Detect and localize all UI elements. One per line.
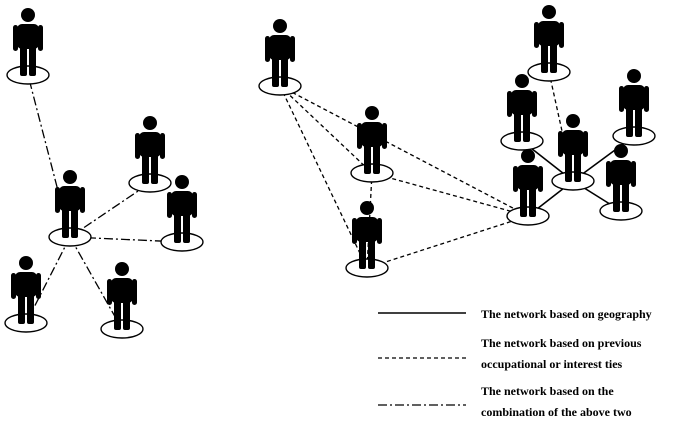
person-base-ellipse [350,163,394,183]
person-base-ellipse [612,126,656,146]
legend-occupational-label-line2: occupational or interest ties [481,357,623,371]
person-icon [551,114,595,191]
left-link-combination-1 [69,182,151,238]
legend: The network based on geography The netwo… [378,307,652,419]
left-link-combination-0 [27,74,71,238]
person-base-ellipse [4,313,48,333]
person-icon [100,262,144,339]
person-base-ellipse [506,206,550,226]
person-base-ellipse [128,173,172,193]
person-icon [160,175,204,252]
person-icon [506,149,550,226]
network-people [4,5,656,339]
legend-occupational-label-line1: The network based on previous [481,336,642,350]
person-base-ellipse [6,65,50,85]
person-icon [128,116,172,193]
person-base-ellipse [258,76,302,96]
person-base-ellipse [160,232,204,252]
person-icon [6,8,50,85]
left-link-combination-4 [69,236,123,330]
right-link-occupational-3 [279,85,529,217]
person-icon [48,170,92,247]
person-icon [612,69,656,146]
person-base-ellipse [345,258,389,278]
person-base-ellipse [500,131,544,151]
right-link-occupational-0 [279,85,373,174]
legend-combination-label-line1: The network based on the [481,384,614,398]
person-icon [599,144,643,221]
legend-combination-label-line2: combination of the above two [481,405,632,419]
person-icon [4,256,48,333]
person-base-ellipse [100,319,144,339]
person-icon [500,74,544,151]
legend-geography-label: The network based on geography [481,307,652,321]
person-icon [345,201,389,278]
person-icon [527,5,571,82]
right-link-occupational-2 [366,172,373,269]
person-base-ellipse [48,227,92,247]
person-base-ellipse [599,201,643,221]
right-link-occupational-4 [371,172,529,217]
person-icon [350,106,394,183]
person-base-ellipse [551,171,595,191]
person-base-ellipse [527,62,571,82]
right-link-occupational-5 [366,215,529,269]
person-icon [258,19,302,96]
